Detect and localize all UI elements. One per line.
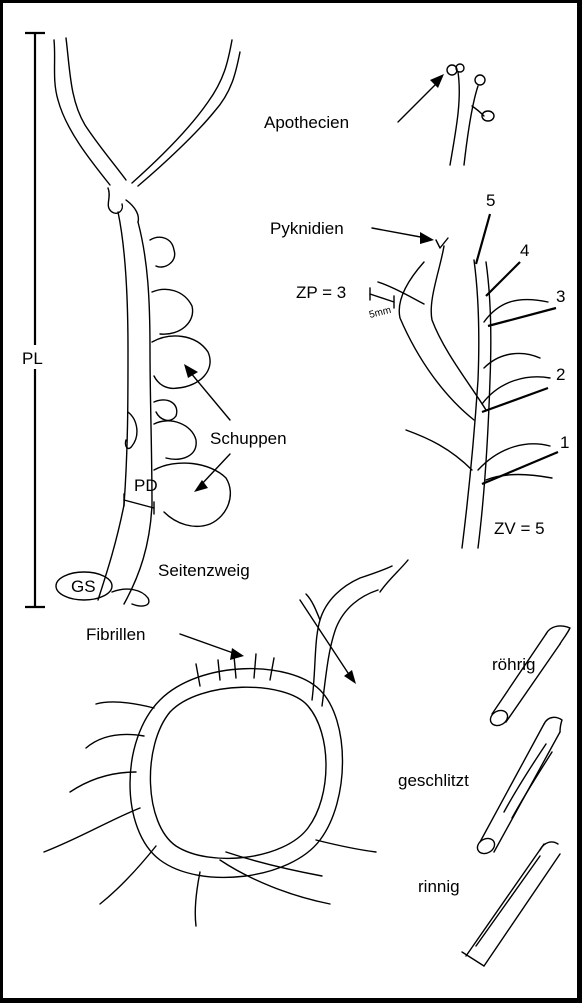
seitenzweig-label: Seitenzweig [158,561,250,580]
branch-number-1: 1 [560,433,569,452]
fibrillen-label: Fibrillen [86,625,146,644]
zv-label: ZV = 5 [494,519,545,538]
geschlitzt-label: geschlitzt [398,771,469,790]
branch-number-3: 3 [556,287,565,306]
pd-label: PD [134,476,158,495]
pyknidien-label: Pyknidien [270,219,344,238]
rinnig-label: rinnig [418,877,460,896]
branch-number-4: 4 [520,241,529,260]
branched-podetium-drawing [370,214,558,548]
pl-measure-bar [25,33,45,607]
pl-label: PL [22,349,43,368]
apothecia-drawing [447,64,494,165]
rinnig-drawing [462,842,560,966]
branch-number-5: 5 [486,191,495,210]
zp-label: ZP = 3 [296,283,346,302]
apothecien-label: Apothecien [264,113,349,132]
gs-label: GS [71,577,96,596]
schuppen-label: Schuppen [210,429,287,448]
podetium-drawing [54,38,240,606]
scale-label: 5mm [368,305,392,321]
circular-thallus-drawing [44,560,408,926]
roehrig-drawing [488,626,570,729]
roehrig-label: röhrig [492,655,535,674]
branch-number-2: 2 [556,365,565,384]
geschlitzt-drawing [475,717,562,856]
